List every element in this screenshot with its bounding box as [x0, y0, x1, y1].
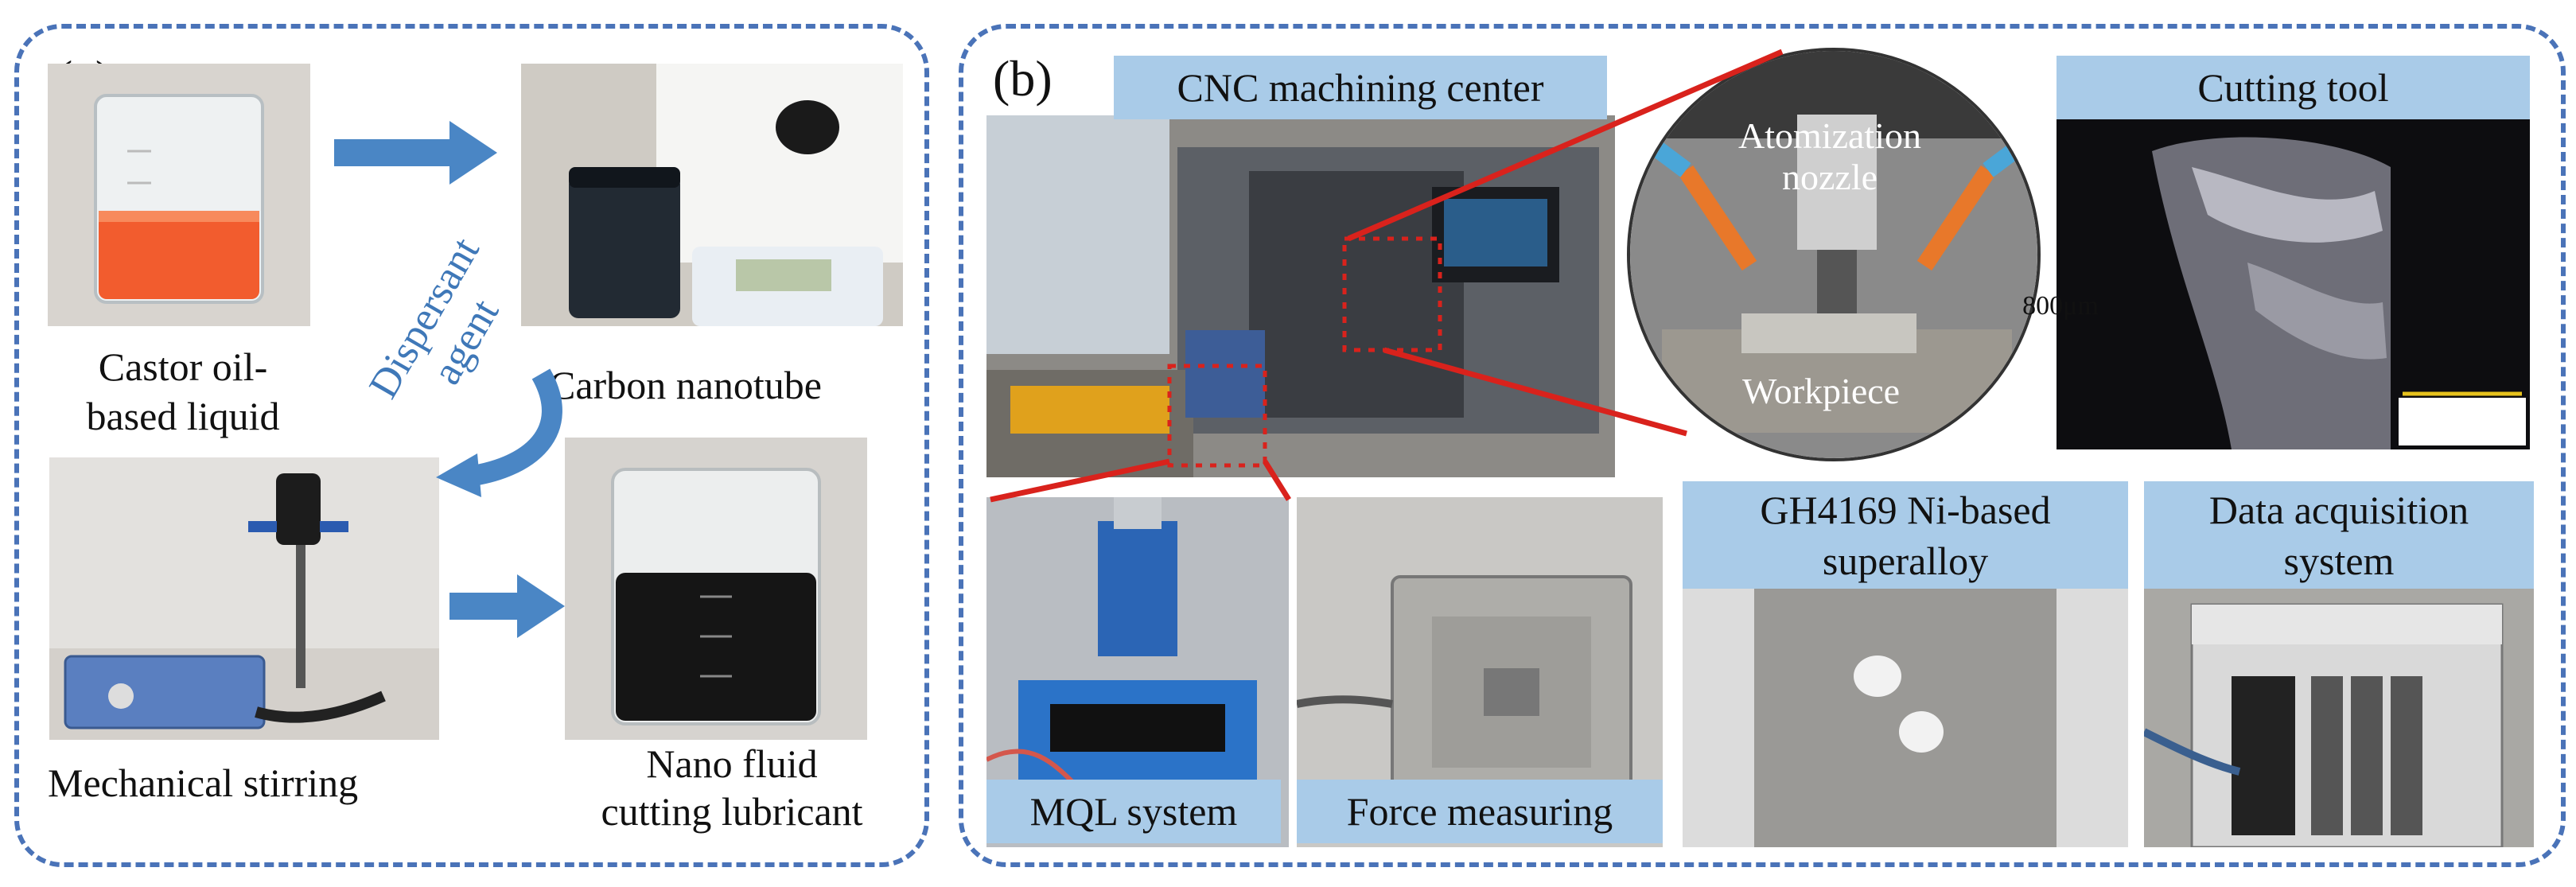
daq-label: Data acquisition system	[2144, 481, 2534, 589]
superalloy-photo	[1683, 589, 2128, 847]
force-measuring-label: Force measuring	[1297, 780, 1663, 843]
highlight-line-bottom	[1383, 347, 1687, 437]
arrow-castor-to-cnt	[334, 121, 497, 185]
highlight-line-mql-left	[990, 458, 1170, 503]
panel-b	[959, 24, 2566, 867]
highlight-line-top	[1347, 49, 1784, 242]
nanofluid-label: Nano fluid cutting lubricant	[601, 741, 863, 834]
castor-oil-label: Castor oil- based liquid	[86, 344, 280, 438]
panel-a	[14, 24, 929, 867]
arrow-curved-dispersant	[460, 368, 562, 488]
cutting-tool-photo	[2057, 119, 2530, 449]
highlight-box-mql	[1167, 364, 1267, 468]
mql-label: MQL system	[986, 780, 1281, 843]
scale-bar-label: 800μm	[2022, 291, 2099, 321]
nanofluid-beaker-photo	[565, 438, 867, 740]
workpiece-label: Workpiece	[1742, 371, 1901, 411]
highlight-box-spindle	[1342, 236, 1442, 352]
arrow-stirring-to-nanofluid	[449, 574, 565, 638]
cnc-machine-photo	[986, 115, 1615, 477]
superalloy-label: GH4169 Ni-based superalloy	[1683, 481, 2128, 589]
mechanical-stirring-label: Mechanical stirring	[48, 761, 359, 805]
cnc-label: CNC machining center	[1114, 56, 1607, 119]
carbon-nanotube-label: Carbon nanotube	[549, 363, 822, 407]
atomization-nozzle-label: Atomization nozzle	[1738, 115, 1921, 197]
cutting-tool-label: Cutting tool	[2057, 56, 2530, 119]
carbon-nanotube-photo	[521, 64, 903, 326]
mechanical-stirrer-photo	[49, 457, 439, 740]
panel-b-label: (b)	[993, 50, 1053, 107]
highlight-line-mql-right	[1263, 460, 1291, 501]
daq-photo	[2144, 589, 2534, 847]
castor-oil-beaker-photo	[48, 64, 310, 326]
nozzle-closeup-circle	[1627, 48, 2041, 461]
